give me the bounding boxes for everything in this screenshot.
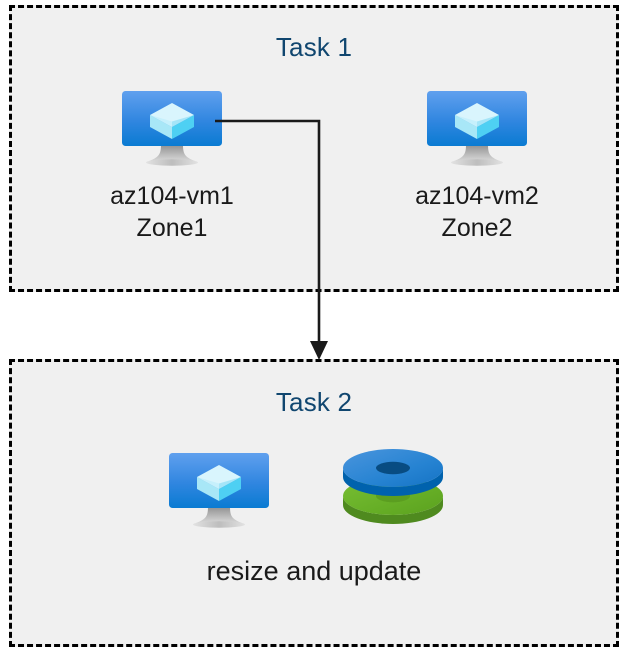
task-2-title: Task 2 — [275, 387, 353, 417]
virtual-machine-icon — [122, 91, 222, 166]
down-arrowhead-icon — [310, 341, 328, 360]
virtual-machine-icon — [169, 453, 269, 528]
blue-disk — [343, 449, 443, 496]
task-2-container: Task 2 — [9, 359, 619, 647]
task-2-disk-node[interactable] — [341, 442, 445, 530]
task-2-caption: resize and update — [206, 556, 422, 586]
node-label-az104-vm1: az104-vm1 Zone1 — [110, 182, 234, 242]
node-label-az104-vm2: az104-vm2 Zone2 — [415, 182, 539, 242]
task-1-container: Task 1 — [9, 5, 619, 292]
node-az104-vm2[interactable]: az104-vm2 Zone2 — [392, 87, 562, 245]
node-az104-vm1[interactable]: az104-vm1 Zone1 — [87, 87, 257, 245]
task-1-title: Task 1 — [275, 32, 353, 62]
managed-disks-icon — [343, 449, 443, 524]
task-2-vm-node[interactable] — [164, 449, 274, 533]
task-2-icon-row — [158, 442, 478, 537]
virtual-machine-icon — [427, 91, 527, 166]
